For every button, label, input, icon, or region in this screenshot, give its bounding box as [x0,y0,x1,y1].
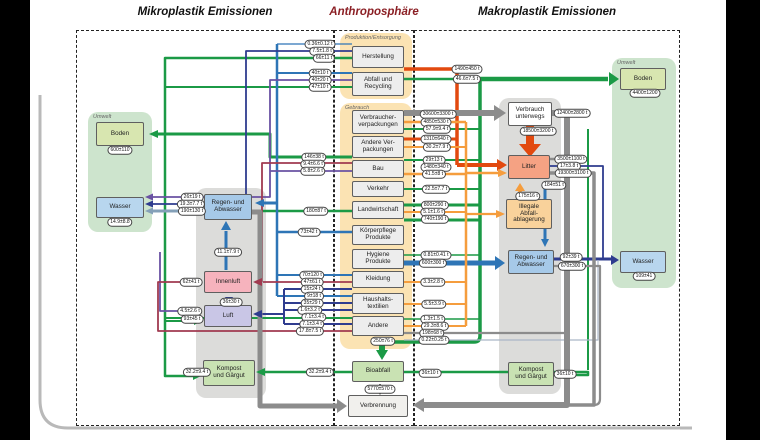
flow-value-label: 14.9±8.8 [107,217,133,227]
panel-label: Gebrauch [345,105,370,111]
flow-value-label: 175±16 t [515,191,541,201]
node-illegale-ablagerung: Illegale Abfall- ablagerung [506,199,552,229]
flow-value-label: 36±10 t [418,368,442,378]
flow-value-label: 32.2±9.4 t [182,367,212,377]
boundary-makroplastik [414,30,680,426]
flow-value-label: 670±300 t [557,261,587,271]
node-boden-rechts: Boden [620,68,666,90]
flow-value-label: 5.8±2.6 t [300,166,326,176]
node-hygiene: Hygiene Produkte [352,249,404,269]
flow-value-label: 5770±570 t [364,384,396,394]
node-innenluft: Innenluft [204,271,252,293]
node-wasser-links: Wasser [96,197,144,218]
node-andere: Andere [352,316,404,336]
node-haushaltstextilien: Haushalts- textilien [352,293,404,314]
panel-label: Umwelt [617,60,636,66]
flow-value-label: 73±42 t [297,227,321,237]
title-mikroplastik: Mikroplastik Emissionen [137,6,273,18]
flow-value-label: 17.8±7.5 t [295,326,325,336]
panel-label: Umwelt [93,114,112,120]
outer-umwelt-line [38,95,692,430]
flow-arrowheads [145,72,619,413]
flow-value-label: 1490±450 t [451,64,483,74]
flow-value-label: 3.3±2.8 t [420,277,446,287]
node-landwirtschaft: Landwirtschaft [352,201,404,219]
node-regen-abwasser-links: Regen- und Abwasser [204,194,252,220]
flow-value-label: 92±39 t [559,252,583,262]
node-verbraucherverpackungen: Verbraucher- verpackungen [352,110,404,134]
node-regen-abwasser-rechts: Regen- und Abwasser [508,250,554,274]
flow-value-label: 740±190 t [420,214,450,224]
flow-value-label: 62±41 t [179,277,203,287]
flow-value-label: 190±130 t [177,206,207,216]
node-bau: Bau [352,160,404,178]
node-koerperpflege: Körperpflege Produkte [352,225,404,245]
flow-value-label: 93±45 t [180,314,204,324]
flow-value-label: 19300±3100 t [554,168,592,178]
flow-value-label: 0.22±0.25 t [418,335,450,345]
node-litter: Litter [508,155,550,179]
flow-value-label: 600±110 [107,145,133,155]
flow-value-label: 109±41 [632,271,656,281]
node-verkehr: Verkehr [352,181,404,197]
flow-value-label: 250±76 t [370,336,396,346]
flow-value-label: 11.1±7.9 t [214,247,242,257]
flow-value-label: 5.5±3.9 t [421,299,447,309]
node-abfall-recycling: Abfall und Recycling [352,72,404,96]
node-herstellung: Herstellung [352,46,404,68]
flow-value-label: 36±10 t [553,369,577,379]
flow-value-label: 4400±1200 [629,88,661,98]
flow-value-label: 57.9±9.4 t [422,124,452,134]
node-verbrennung: Verbrennung [348,395,408,417]
flow-value-label: 66±11 t [312,53,336,63]
boundary-mikroplastik [76,30,334,426]
flow-value-label: 184±51 t [541,180,567,190]
flow-value-label: 30.2±7.9 t [422,142,452,152]
node-kleidung: Kleidung [352,271,404,288]
node-bioabfall: Bioabfall [352,361,404,382]
flow-value-label: 180±87 t [303,206,329,216]
node-wasser-rechts: Wasser [620,251,666,273]
node-verbrauch-unterwegs: Verbrauch unterwegs [508,102,552,126]
flow-value-label: 22.5±7.7 t [421,184,451,194]
flow-value-label: 47±10 t [308,82,332,92]
node-kompost-rechts: Kompost und Gärgut [508,362,554,386]
flow-value-label: 41.5±8 t [421,169,447,179]
node-luft: Luft [204,305,252,327]
flow-value-label: 46.6±7.5 t [452,74,482,84]
flow-value-label: 32.2±9.4 t [305,367,335,377]
title-makroplastik: Makroplastik Emissionen [477,6,617,18]
flow-value-label: 36±30 t [219,297,243,307]
flow-value-label: 600±300 t [418,258,448,268]
node-kompost-links: Kompost und Gärgut [203,360,255,386]
node-boden-links: Boden [96,122,144,146]
flow-value-label: 18500±3200 t [519,126,557,136]
boundary-anthroposphaere [334,30,414,426]
title-anthroposphaere: Anthroposphäre [329,6,419,18]
node-andere-verpackungen: Andere Ver- packungen [352,136,404,158]
panel-label: Produktion/Entsorgung [345,35,401,41]
flow-value-label: 12400±2800 t [553,108,591,118]
